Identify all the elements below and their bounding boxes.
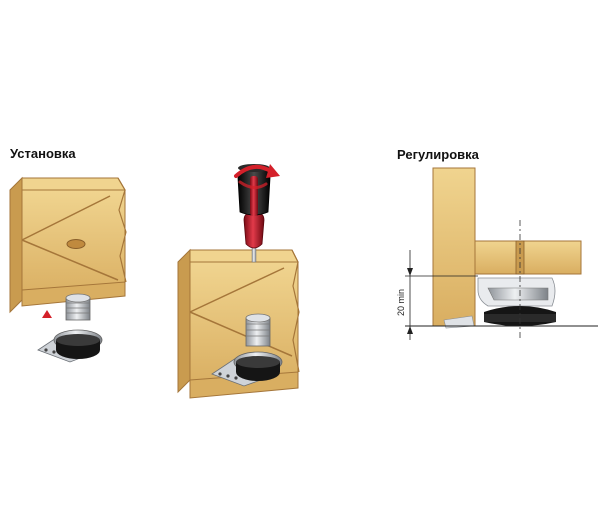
rotate-arrow-icon [234, 164, 280, 189]
brace-line [21, 195, 111, 241]
side-panel [177, 248, 191, 394]
leveler-foot [211, 313, 283, 387]
adjustment-title: Регулировка [397, 147, 479, 162]
vertical-panel [432, 167, 476, 327]
horizontal-board [474, 240, 582, 275]
adjustment-figure: 20 min [396, 167, 598, 340]
screwdriver-handle-red [243, 211, 265, 249]
drilled-hole [66, 239, 86, 249]
top-board-edge [189, 249, 299, 263]
installation-figure-2 [177, 164, 300, 399]
screwdriver [237, 164, 271, 263]
up-arrow-icon [42, 310, 52, 318]
cut-edge [291, 249, 300, 373]
brace-line [189, 311, 293, 357]
dimension-label: 20 min [396, 289, 406, 316]
brace-line [21, 239, 119, 281]
installation-figure-1 [9, 176, 127, 363]
leveler-foot [37, 293, 103, 363]
brace-line [189, 267, 285, 313]
cut-edge [117, 177, 127, 283]
handle-red-stripe [250, 176, 258, 216]
top-board-edge [21, 177, 126, 191]
side-panel [9, 176, 23, 314]
installation-title: Установка [10, 146, 76, 161]
